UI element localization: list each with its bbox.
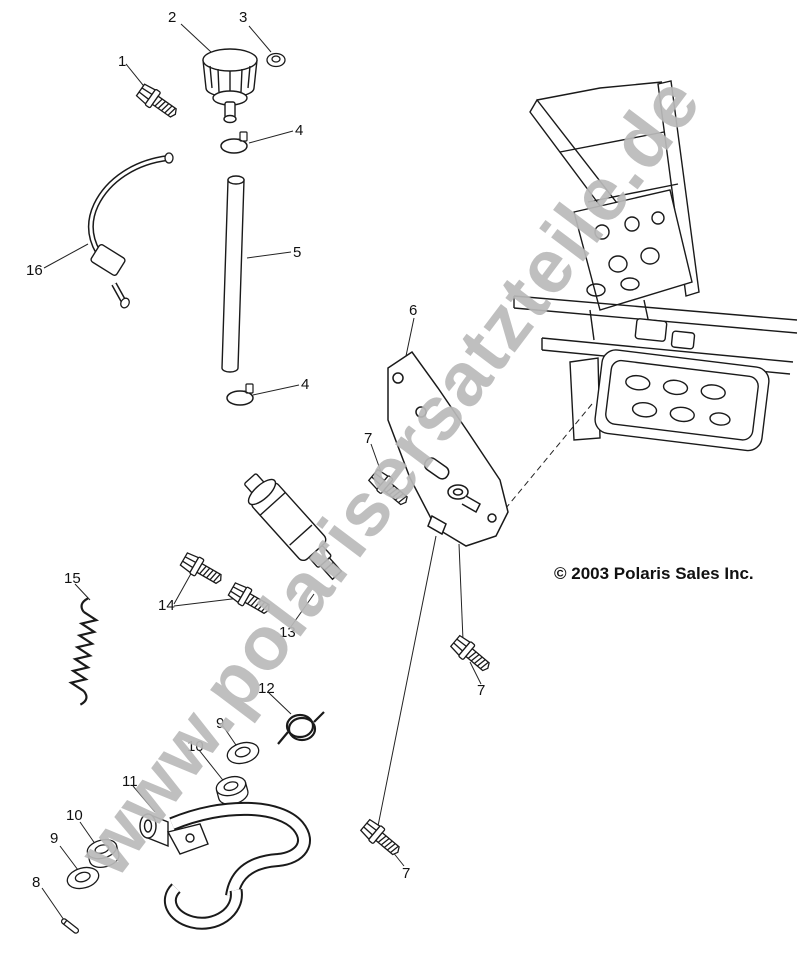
leader-lines [41, 23, 593, 921]
callout-16: 16 [26, 262, 43, 279]
callout-2: 2 [168, 9, 177, 26]
brake-pedal [139, 801, 311, 930]
callout-6: 6 [409, 302, 418, 319]
washer-9-upper [224, 738, 262, 768]
callout-12: 12 [258, 680, 275, 697]
hose-clamp-upper [220, 131, 248, 154]
cap-washer [266, 52, 286, 68]
hose-clamp-lower [226, 383, 254, 406]
callout-14: 14 [158, 597, 175, 614]
callout-7-bottom: 7 [402, 865, 411, 882]
cotter-pin [60, 918, 80, 934]
callout-7-top: 7 [364, 430, 373, 447]
bolt-1 [134, 81, 182, 123]
callout-9-lower: 9 [50, 830, 59, 847]
bolt-7-right [448, 633, 495, 677]
callout-4-bottom: 4 [301, 376, 310, 393]
reservoir-cap [202, 48, 258, 124]
callout-13: 13 [279, 624, 296, 641]
vent-hose [88, 152, 174, 309]
mounting-bracket [387, 350, 509, 547]
bolt-7-lower [358, 817, 405, 861]
callout-5: 5 [293, 244, 302, 261]
callout-8: 8 [32, 874, 41, 891]
callout-10-upper: 10 [187, 738, 204, 755]
callout-4-top: 4 [295, 122, 304, 139]
callout-3: 3 [239, 9, 248, 26]
return-spring [68, 597, 100, 706]
washer-9-lower [64, 863, 102, 893]
bolt-14-b [226, 580, 275, 620]
bushing-10-lower [84, 835, 122, 872]
callout-9-upper: 9 [216, 715, 225, 732]
copyright-text: © 2003 Polaris Sales Inc. [554, 564, 754, 583]
callout-15: 15 [64, 570, 81, 587]
callout-7-right: 7 [477, 682, 486, 699]
bolt-7-upper [366, 467, 413, 511]
frame-section [513, 80, 798, 452]
master-cylinder [244, 473, 343, 581]
skid-plate [594, 349, 770, 452]
callout-10-lower: 10 [66, 807, 83, 824]
callout-1: 1 [118, 53, 127, 70]
reservoir-tube [221, 175, 245, 373]
callout-11: 11 [122, 773, 138, 790]
pedal-spring [277, 711, 325, 745]
